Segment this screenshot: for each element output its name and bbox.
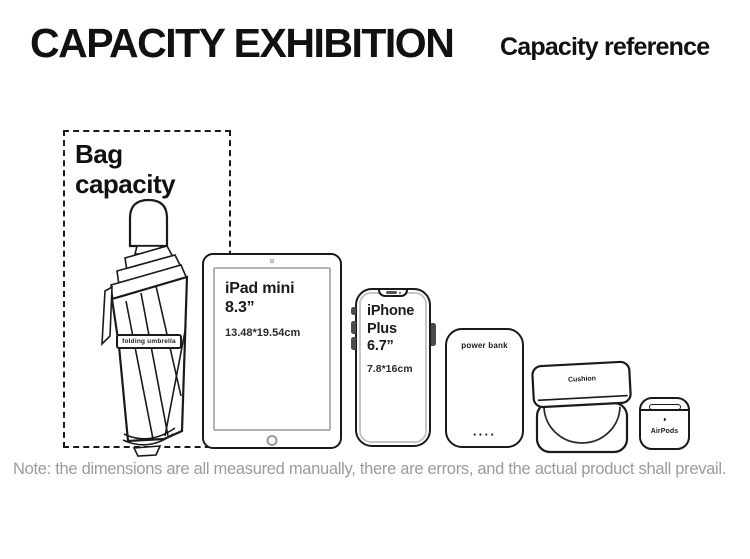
folding-umbrella-icon [101, 198, 189, 457]
ipad-size: 8.3” [225, 298, 255, 316]
iphone-notch-icon [378, 290, 408, 297]
iphone-variant: Plus [367, 320, 397, 337]
umbrella-band-label: folding umbrella [116, 334, 182, 349]
airpods-hinge-slot-icon [648, 404, 681, 410]
iphone-size: 6.7” [367, 338, 394, 355]
bag-capacity-label: Bag capacity [75, 139, 176, 200]
iphone-power-button-icon [430, 323, 436, 346]
power-bank-label: power bank [461, 341, 508, 350]
power-bank-illustration: power bank ···· [445, 328, 524, 448]
iphone-camera-dot [398, 291, 401, 294]
iphone-text-block: iPhone Plus 6.7” 7.8*16cm [367, 303, 414, 375]
bag-capacity-label-line2: capacity [75, 168, 176, 199]
iphone-illustration: iPhone Plus 6.7” 7.8*16cm [350, 288, 436, 447]
ipad-home-button-icon [266, 434, 278, 446]
ipad-text-block: iPad mini 8.3” 13.48*19.54cm [225, 280, 300, 339]
page-subtitle: Capacity reference [500, 33, 710, 61]
iphone-dimensions: 7.8*16cm [367, 363, 413, 376]
iphone-name: iPhone [367, 303, 415, 319]
airpods-lid-line [641, 409, 688, 411]
ipad-illustration: iPad mini 8.3” 13.48*19.54cm [202, 253, 342, 449]
airpods-label: AirPods [650, 428, 679, 435]
iphone-speaker-pill [385, 291, 397, 294]
ipad-camera-dot-icon [270, 259, 274, 263]
iphone-mute-switch-icon [350, 307, 356, 315]
ipad-name: iPad mini [225, 280, 295, 297]
iphone-volume-up-button-icon [350, 321, 356, 334]
airpods-case-illustration: AirPods [639, 397, 690, 450]
ipad-screen: iPad mini 8.3” 13.48*19.54cm [213, 267, 331, 431]
footer-note: Note: the dimensions are all measured ma… [13, 459, 727, 478]
power-bank-indicator-dots-icon: ···· [472, 427, 497, 442]
cushion-compact-icon [531, 360, 632, 454]
ipad-dimensions: 13.48*19.54cm [225, 326, 301, 339]
airpods-status-dot-icon [663, 418, 666, 421]
page-title: CAPACITY EXHIBITION [30, 20, 455, 66]
bag-capacity-label-line1: Bag [75, 139, 123, 169]
iphone-volume-down-button-icon [350, 337, 356, 350]
